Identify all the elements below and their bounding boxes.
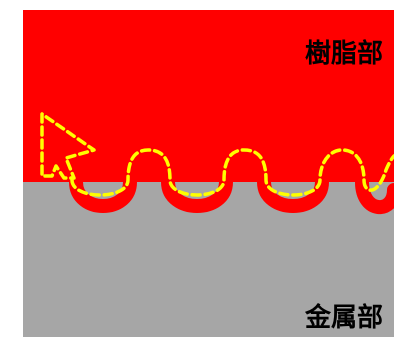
interface-bead [69, 148, 394, 214]
metal-label: 金属部 [304, 302, 383, 333]
dashed-arrow-icon [40, 112, 96, 180]
interface-flow-line [70, 148, 394, 197]
resin-label: 樹脂部 [305, 39, 383, 69]
